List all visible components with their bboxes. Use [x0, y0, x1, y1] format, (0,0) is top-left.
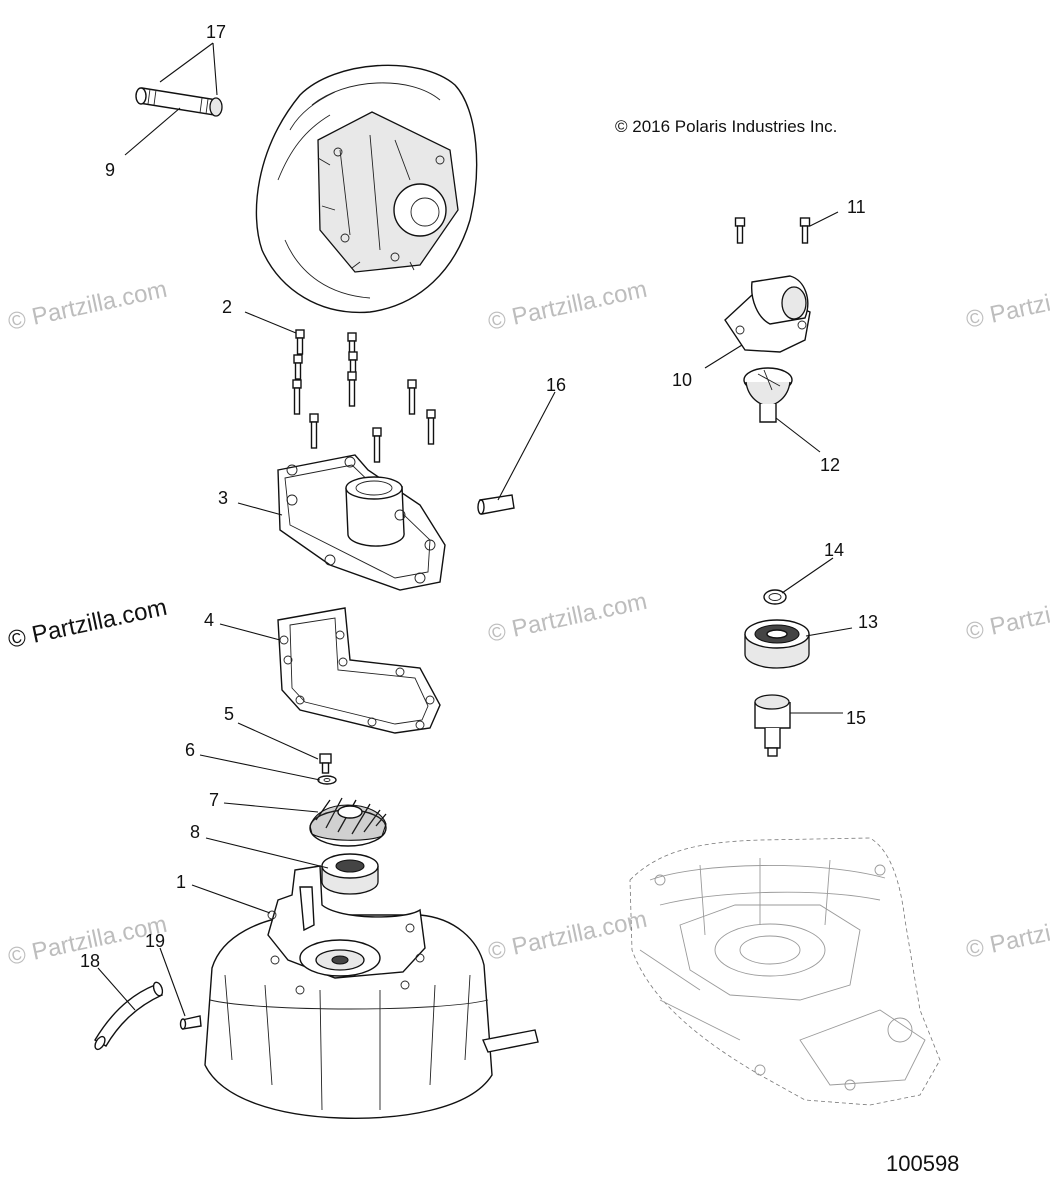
callout-13: 13 [858, 612, 878, 632]
callout-14: 14 [824, 540, 844, 560]
diagram-number: 100598 [886, 1151, 959, 1176]
part-4-gasket [277, 607, 441, 734]
watermark: © Partzilla.com [964, 274, 1050, 334]
callout-15: 15 [846, 708, 866, 728]
part-9-tube [135, 87, 223, 117]
watermarks: © Partzilla.com © Partzilla.com © Partzi… [6, 274, 1050, 971]
crankcase-reference [629, 837, 941, 1106]
callout-8: 8 [190, 822, 200, 842]
callout-1: 1 [176, 872, 186, 892]
copyright-notice: © 2016 Polaris Industries Inc. [615, 117, 837, 136]
callout-19: 19 [145, 931, 165, 951]
part-7-impeller [309, 797, 387, 847]
callout-7: 7 [209, 790, 219, 810]
part-19-plug [179, 1015, 202, 1030]
part-13-bearing [744, 619, 810, 669]
callout-6: 6 [185, 740, 195, 760]
part-1-pump-housing [204, 865, 539, 1119]
callout-3: 3 [218, 488, 228, 508]
part-18-hose [94, 981, 164, 1051]
callout-10: 10 [672, 370, 692, 390]
engine-housing-top [255, 64, 478, 314]
watermark: © Partzilla.com [486, 276, 650, 336]
part-12-thermostat [743, 367, 793, 423]
part-3-pump-cover [277, 454, 446, 591]
callout-17: 17 [206, 22, 226, 42]
callout-16: 16 [546, 375, 566, 395]
leader-lines [97, 42, 853, 1017]
callout-numbers: 17 9 11 2 10 16 12 3 14 4 13 15 5 6 7 8 … [80, 22, 878, 971]
callout-18: 18 [80, 951, 100, 971]
watermark: © Partzilla.com [964, 904, 1050, 964]
part-11-bolts [734, 217, 811, 244]
part-14-o-ring [763, 589, 787, 605]
callout-12: 12 [820, 455, 840, 475]
part-15-shaft [754, 694, 791, 757]
callout-5: 5 [224, 704, 234, 724]
callout-9: 9 [105, 160, 115, 180]
part-8-seal [321, 853, 379, 895]
callout-2: 2 [222, 297, 232, 317]
watermark: © Partzilla.com [486, 588, 650, 648]
watermark: © Partzilla.com [486, 906, 650, 966]
part-5-screw [319, 753, 332, 774]
part-6-washer [317, 775, 337, 785]
part-2-bolts [292, 329, 436, 463]
callout-4: 4 [204, 610, 214, 630]
part-10-thermostat-housing [724, 275, 811, 353]
part-16-pin [477, 494, 515, 515]
callout-11: 11 [847, 197, 866, 217]
watermark: © Partzilla.com [6, 594, 170, 654]
watermark: © Partzilla.com [964, 586, 1050, 646]
watermark: © Partzilla.com [6, 276, 170, 336]
